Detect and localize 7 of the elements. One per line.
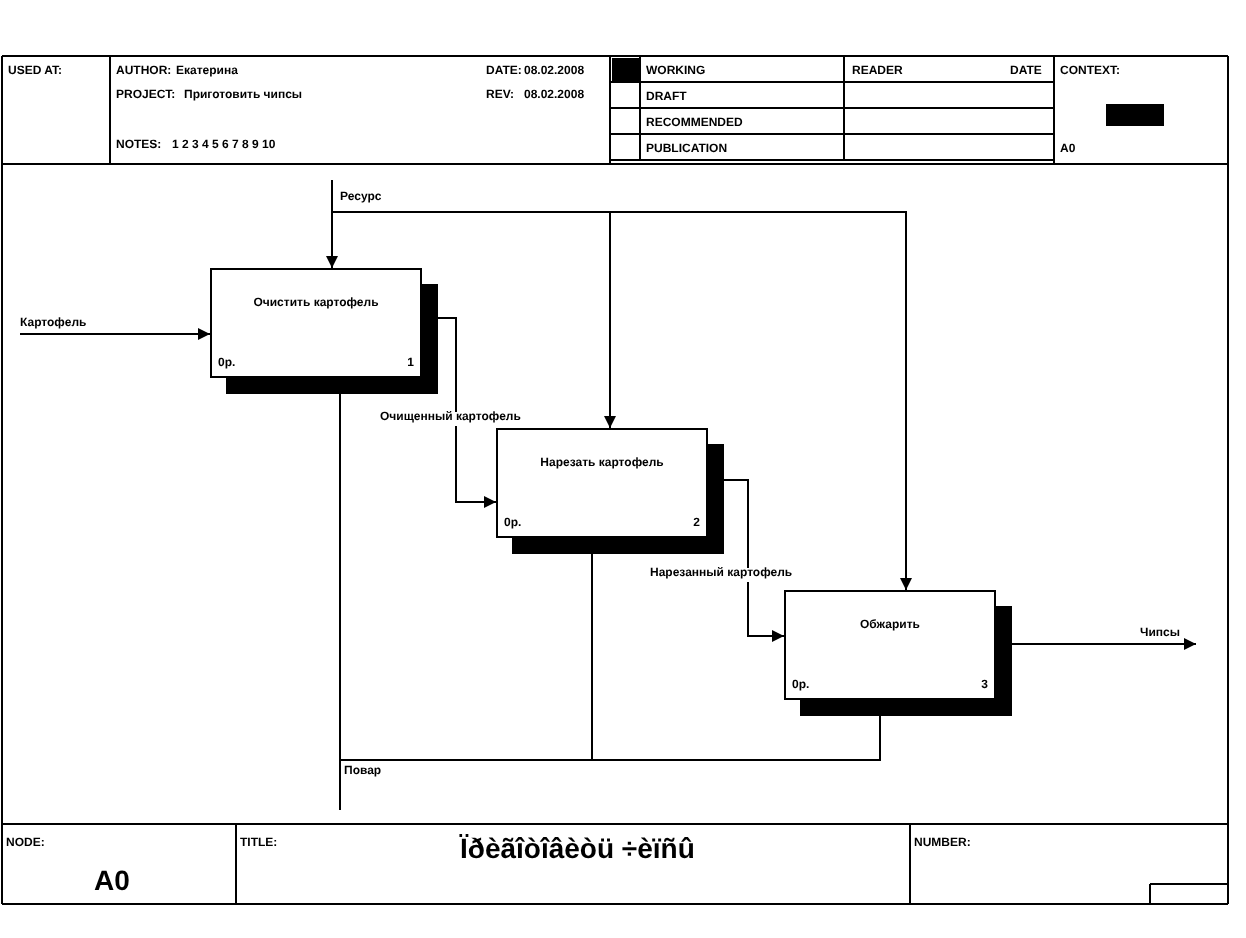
activity-box (784, 590, 996, 700)
activity-box (496, 428, 708, 538)
arrow (19, 328, 211, 340)
frame-label: A0 (94, 864, 130, 896)
arrow (326, 179, 338, 269)
diagram-title: Ïðèãîòîâèòü ÷èïñû (460, 832, 695, 864)
activity-box (210, 268, 422, 378)
